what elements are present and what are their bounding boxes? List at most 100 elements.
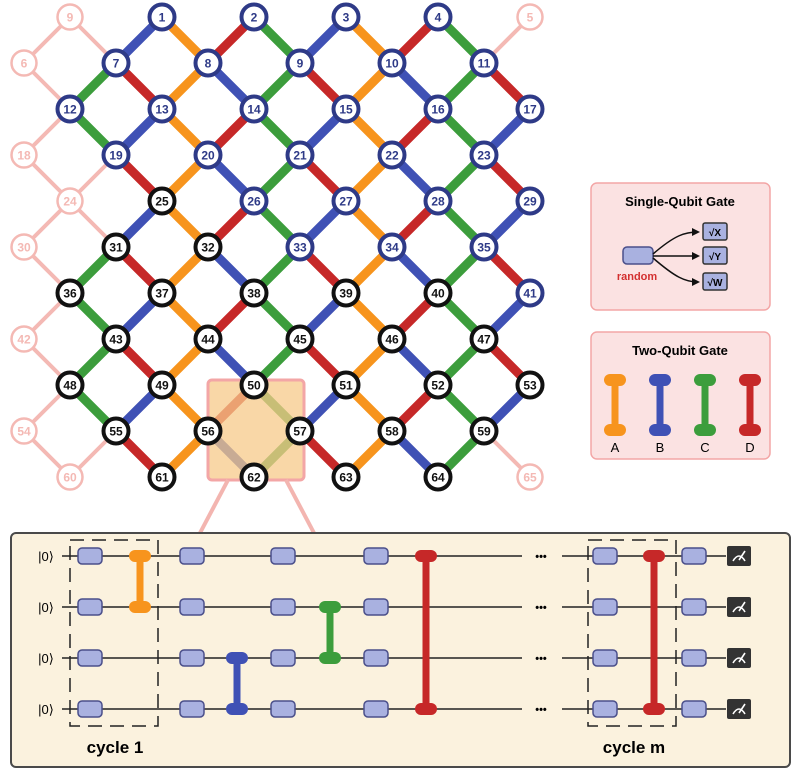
qubit-17: 17 (515, 94, 545, 124)
single-qubit-gate (77, 649, 103, 667)
qubit-label: 50 (247, 379, 261, 393)
gate-type-label: C (700, 440, 709, 455)
qubit-label: 19 (109, 149, 123, 163)
measure-icon (727, 648, 751, 668)
qubit-7: 7 (101, 48, 131, 78)
qubit-50: 50 (239, 370, 269, 400)
qubit-37: 37 (147, 278, 177, 308)
qubit-41: 41 (515, 278, 545, 308)
qubit-label: 31 (109, 241, 123, 255)
qubit-1: 1 (147, 2, 177, 32)
qubit-label: 27 (339, 195, 353, 209)
qubit-label: 28 (431, 195, 445, 209)
qubit-label: 62 (247, 471, 261, 485)
qubit-label: 3 (343, 11, 350, 25)
ellipsis: ••• (535, 551, 547, 563)
ket-zero-label: |0⟩ (38, 600, 54, 615)
qubit-34: 34 (377, 232, 407, 262)
qubit-55: 55 (101, 416, 131, 446)
faded-qubit: 18 (10, 141, 38, 169)
qubit-39: 39 (331, 278, 361, 308)
gate-type-label: B (656, 440, 665, 455)
qubit-label: 44 (201, 333, 215, 347)
qubit-label: 46 (385, 333, 399, 347)
qubit-44: 44 (193, 324, 223, 354)
single-qubit-gate (681, 547, 707, 565)
qubit-label: 53 (523, 379, 537, 393)
qubit-52: 52 (423, 370, 453, 400)
single-qubit-gate (681, 649, 707, 667)
random-label: random (617, 271, 658, 283)
measure-icon (727, 699, 751, 719)
qubit-4: 4 (423, 2, 453, 32)
qubit-62: 62 (239, 462, 269, 492)
qubit-23: 23 (469, 140, 499, 170)
qubit-label: 49 (155, 379, 169, 393)
qubit-label: 40 (431, 287, 445, 301)
qubit-64: 64 (423, 462, 453, 492)
qubit-label: 1 (159, 11, 166, 25)
qubit-33: 33 (285, 232, 315, 262)
qubit-12: 12 (55, 94, 85, 124)
qubit-label: 51 (339, 379, 353, 393)
qubit-label: 33 (293, 241, 307, 255)
measure-icon (727, 597, 751, 617)
circuit-panel: |0⟩•••|0⟩•••|0⟩•••|0⟩••• cycle 1 cycle m (10, 532, 791, 768)
faded-qubit: 60 (56, 463, 84, 491)
qubit-label: 55 (109, 425, 123, 439)
qubit-label: 54 (17, 425, 31, 439)
ket-zero-label: |0⟩ (38, 702, 54, 717)
qubit-label: 38 (247, 287, 261, 301)
qubit-label: 61 (155, 471, 169, 485)
qubit-2: 2 (239, 2, 269, 32)
qubit-label: 24 (63, 195, 77, 209)
sqrt-gate-label: √W (708, 278, 723, 289)
qubit-label: 12 (63, 103, 77, 117)
ket-zero-label: |0⟩ (38, 651, 54, 666)
qubit-56: 56 (193, 416, 223, 446)
qubit-label: 18 (17, 149, 31, 163)
single-qubit-gate (681, 598, 707, 616)
zoom-line-left (198, 479, 230, 534)
ellipsis: ••• (535, 602, 547, 614)
qubit-21: 21 (285, 140, 315, 170)
qubit-label: 6 (21, 57, 28, 71)
single-qubit-gate (270, 598, 296, 616)
gate-type-label: D (745, 440, 754, 455)
faded-qubit: 9 (56, 3, 84, 31)
qubit-label: 11 (478, 57, 491, 71)
qubit-61: 61 (147, 462, 177, 492)
qubit-label: 34 (385, 241, 399, 255)
qubit-label: 5 (527, 11, 534, 25)
qubit-label: 4 (435, 11, 442, 25)
cycle-box-last (587, 539, 677, 727)
single-qubit-gate (363, 649, 389, 667)
single-qubit-gate (77, 700, 103, 718)
qubit-label: 32 (201, 241, 215, 255)
qubit-59: 59 (469, 416, 499, 446)
qubit-label: 21 (293, 149, 307, 163)
single-qubit-gate (363, 547, 389, 565)
two-qubit-gate (129, 550, 151, 613)
measure-icon (727, 546, 751, 566)
qubit-40: 40 (423, 278, 453, 308)
qubit-38: 38 (239, 278, 269, 308)
qubit-label: 20 (201, 149, 215, 163)
qubit-label: 7 (113, 57, 120, 71)
two-qubit-gate (604, 374, 626, 436)
qubit-label: 41 (523, 287, 537, 301)
qubit-32: 32 (193, 232, 223, 262)
faded-qubit: 30 (10, 233, 38, 261)
two-qubit-gate (694, 374, 716, 436)
qubit-47: 47 (469, 324, 499, 354)
qubit-label: 43 (109, 333, 123, 347)
qubit-14: 14 (239, 94, 269, 124)
single-qubit-title: Single-Qubit Gate (625, 194, 735, 209)
qubit-label: 56 (201, 425, 215, 439)
qubit-35: 35 (469, 232, 499, 262)
qubit-label: 9 (67, 11, 74, 25)
cycle-m-label: cycle m (603, 738, 665, 757)
faded-qubit: 5 (516, 3, 544, 31)
